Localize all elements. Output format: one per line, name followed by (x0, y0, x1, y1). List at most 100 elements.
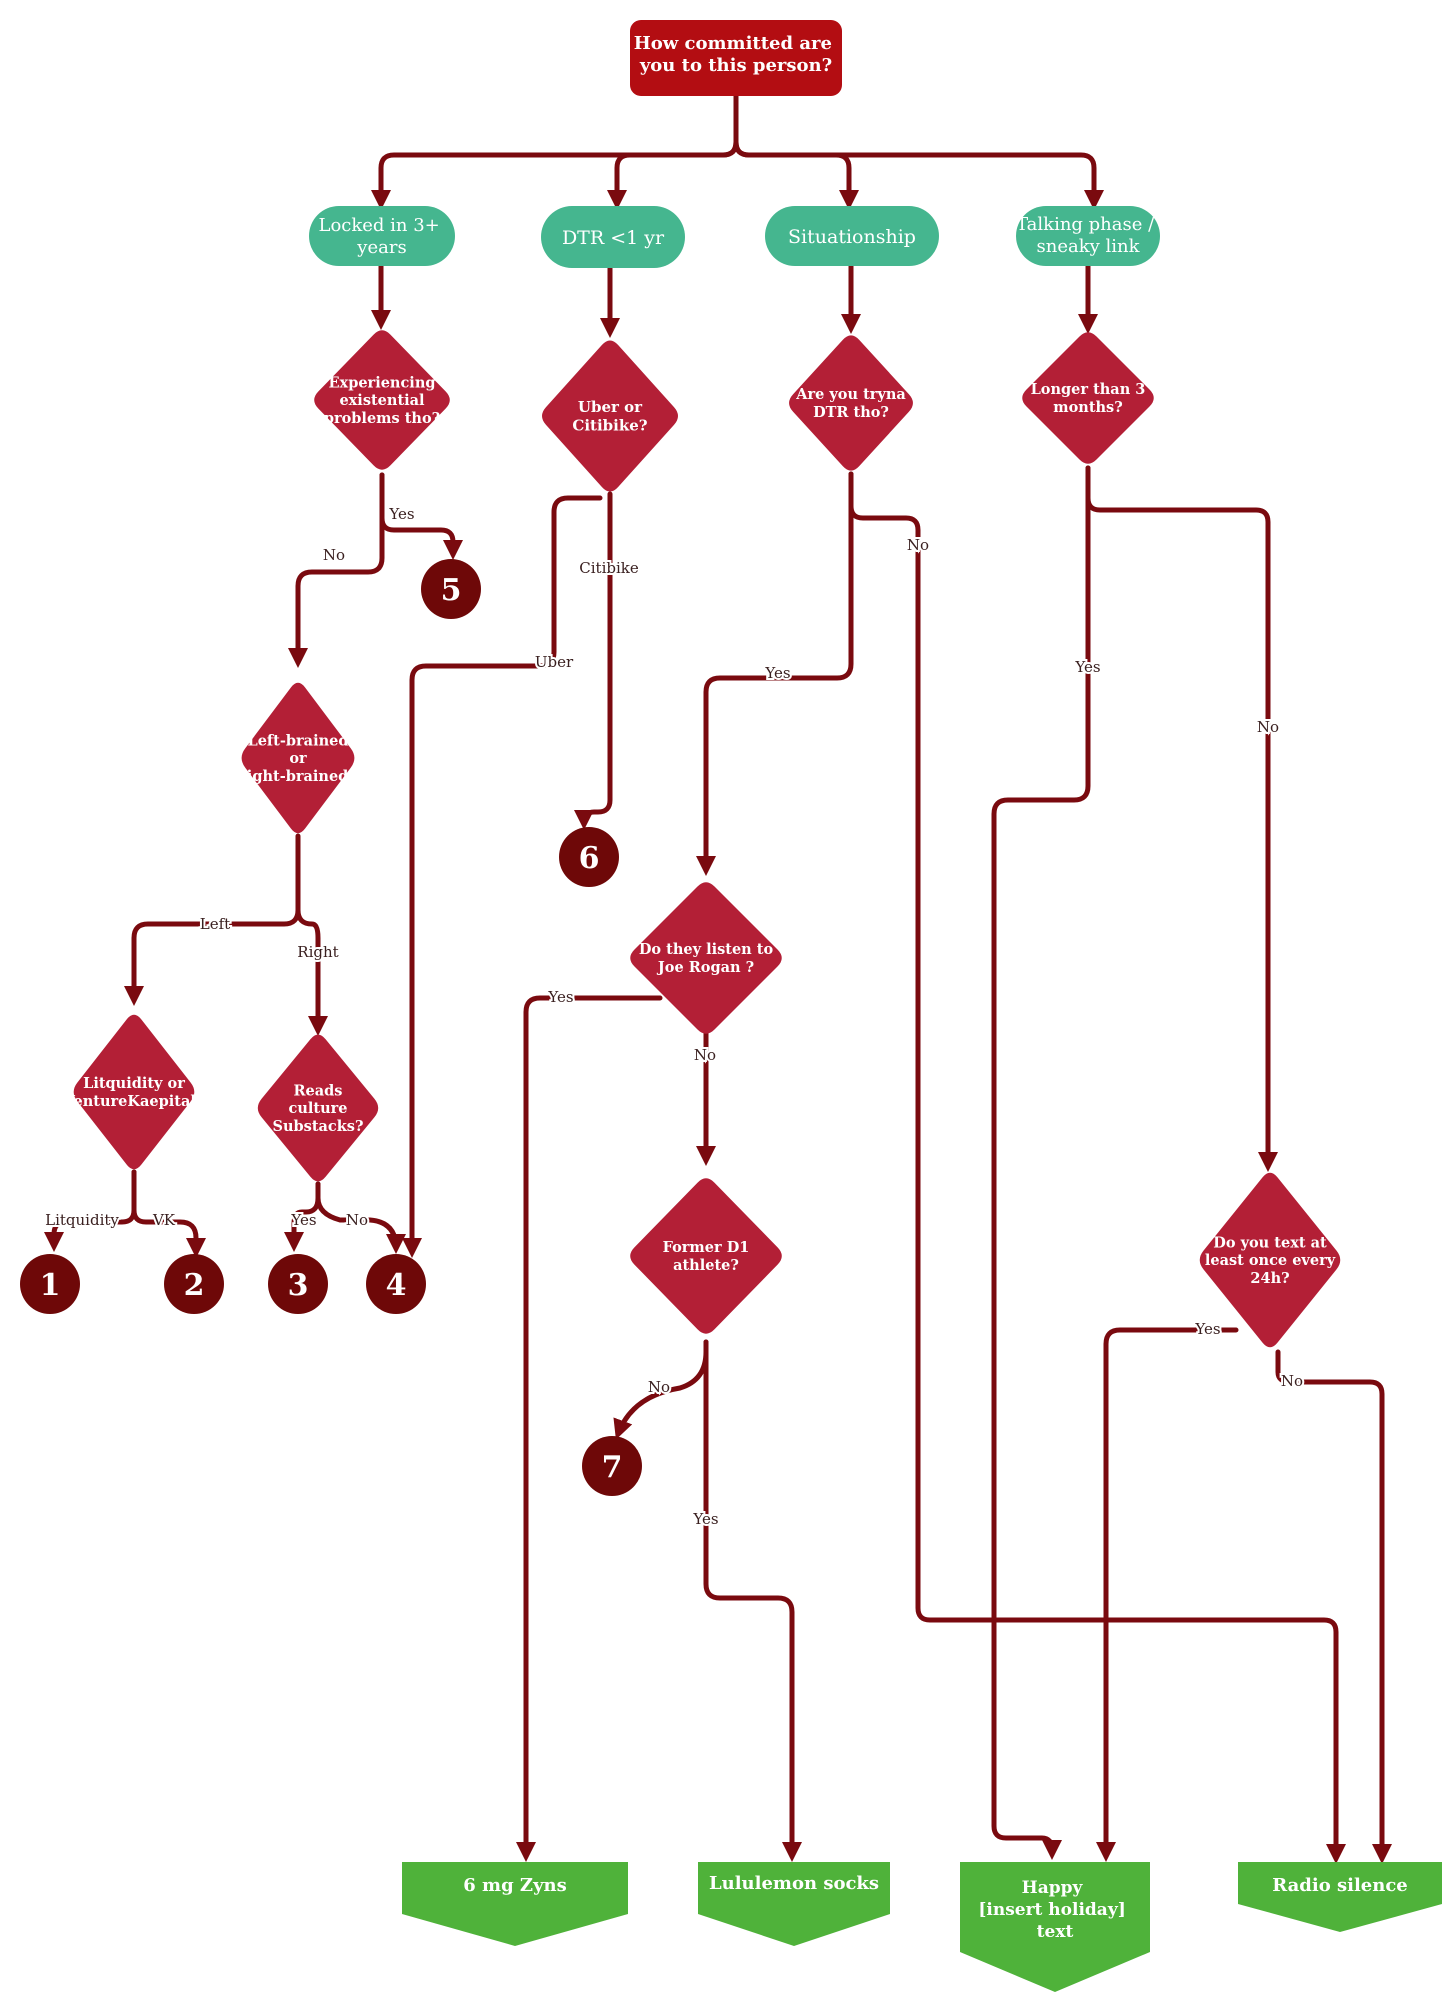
edge-label-existential-no: No (323, 546, 345, 564)
edge-label-longer-no: No (1257, 718, 1279, 736)
edge-label-text-no: No (1281, 1372, 1303, 1390)
edge-label-d1-yes: Yes (692, 1510, 718, 1528)
edge-label-uber-citibike: Citibike (579, 559, 639, 577)
decision-diamond-shape (789, 335, 913, 471)
edge-label-rogan-yes: Yes (547, 988, 573, 1006)
decision-diamond-shape (257, 1034, 379, 1182)
edge-uber-citibike (574, 491, 613, 830)
decision-diamond-shape (630, 882, 782, 1034)
number-circle-3: 3 (268, 1254, 328, 1314)
svg-text:Situationship: Situationship (788, 226, 916, 248)
decision-diamond-shape (542, 340, 678, 492)
svg-text:6 mg Zyns: 6 mg Zyns (463, 1875, 567, 1896)
edge-dtrq-no (848, 471, 1346, 1864)
outcome-radio: Radio silence (1238, 1862, 1442, 1932)
edge-d1-yes (703, 1339, 802, 1862)
edge-dtrq-yes (696, 471, 854, 876)
edge-label-brained-left: Left (200, 915, 230, 933)
edge-label-lit-vk: VK (152, 1211, 176, 1229)
root-question-node: How committed are you to this person? (630, 20, 842, 96)
edge-root-dtr (607, 139, 739, 210)
decision-diamond-shape (314, 330, 450, 470)
decision-diamond-shape (1199, 1172, 1341, 1348)
edge-uber-uber (402, 495, 603, 1258)
root-question-text: How committed are you to this person? (634, 33, 838, 76)
edge-label-sub-no: No (346, 1211, 368, 1229)
category-dtr: DTR <1 yr (541, 206, 685, 268)
number-circle-label: 5 (441, 573, 462, 608)
number-circle-label: 1 (40, 1268, 61, 1303)
edge-text-yes (1096, 1327, 1239, 1862)
edge-text-no (1275, 1349, 1392, 1864)
edge-longer-no (1085, 465, 1278, 1172)
edge-lit-litquidity (44, 1169, 137, 1252)
svg-text:Happy [insert holiday]: Happy [insert holiday] text (978, 1878, 1131, 1942)
edge-lit-vk (131, 1169, 206, 1258)
svg-text:DTR <1 yr: DTR <1 yr (562, 227, 665, 249)
edge-label-brained-right: Right (297, 943, 338, 961)
number-circle-2: 2 (164, 1254, 224, 1314)
number-circle-shape (366, 1254, 426, 1314)
svg-text:Locked in 3+ years: Locked in 3+ years (318, 215, 445, 258)
edge-existential-no (288, 472, 385, 668)
edge-label-uber-uber: Uber (535, 653, 574, 671)
svg-text:Lululemon socks: Lululemon socks (709, 1873, 879, 1894)
number-circle-shape (582, 1436, 642, 1496)
number-circle-label: 2 (184, 1268, 205, 1303)
svg-text:Talking phase / sneaky l: Talking phase / sneaky link (1016, 214, 1160, 257)
category-locked: Locked in 3+ years (309, 206, 455, 266)
number-circle-label: 7 (602, 1450, 623, 1485)
decision-diamond-shape (73, 1014, 195, 1170)
number-circle-label: 6 (579, 841, 600, 876)
number-circle-shape (559, 827, 619, 887)
edge-root-talking (733, 139, 1104, 210)
edge-rogan-yes (516, 995, 663, 1862)
number-circle-shape (164, 1254, 224, 1314)
edge-label-dtrq-no: No (907, 536, 929, 554)
category-talking: Talking phase / sneaky link (1016, 206, 1160, 266)
number-circle-7: 7 (582, 1436, 642, 1496)
number-circle-shape (421, 559, 481, 619)
number-circle-1: 1 (20, 1254, 80, 1314)
edge-label-rogan-no: No (694, 1046, 716, 1064)
edge-label-dtrq-yes: Yes (764, 664, 790, 682)
edge-longer-yes (991, 465, 1091, 1860)
number-circle-shape (268, 1254, 328, 1314)
number-circle-label: 3 (288, 1268, 309, 1303)
category-situationship: Situationship (765, 206, 939, 266)
number-circle-5: 5 (421, 559, 481, 619)
outcome-holiday: Happy [insert holiday] text (960, 1862, 1150, 1992)
number-circle-label: 4 (386, 1268, 407, 1303)
number-circle-shape (20, 1254, 80, 1314)
edge-root-situationship (733, 139, 859, 210)
edge-label-d1-no: No (648, 1378, 670, 1396)
edge-label-lit-litquidity: Litquidity (45, 1211, 119, 1229)
edge-brained-right (295, 907, 328, 1036)
number-circle-6: 6 (559, 827, 619, 887)
svg-text:Radio silence: Radio silence (1272, 1875, 1408, 1896)
edge-label-text-yes: Yes (1194, 1320, 1220, 1338)
number-circle-4: 4 (366, 1254, 426, 1314)
edge-label-sub-yes: Yes (290, 1211, 316, 1229)
edge-sub-no (315, 1181, 406, 1254)
edge-label-existential-yes: Yes (388, 505, 414, 523)
decision-diamond-shape (1022, 332, 1154, 464)
